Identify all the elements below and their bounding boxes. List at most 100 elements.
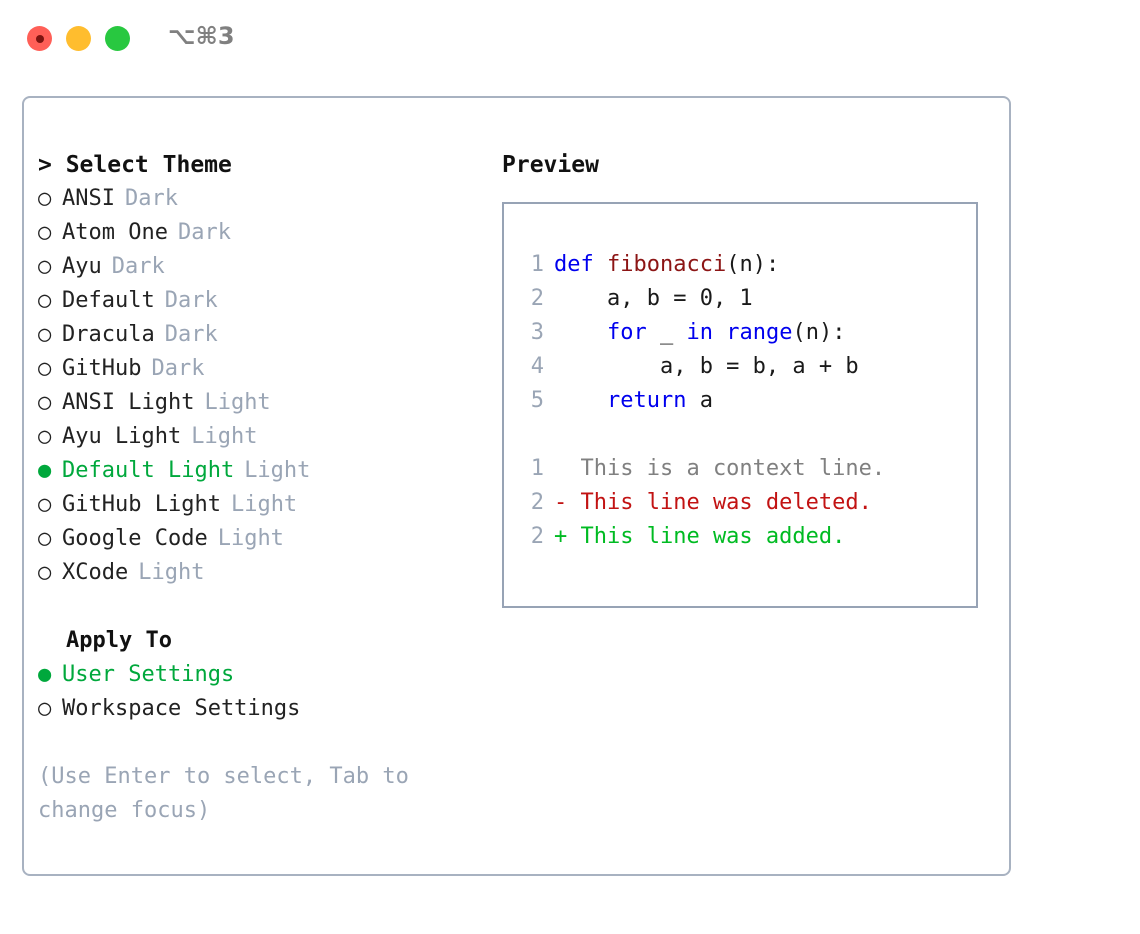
code-token: for <box>554 320 660 345</box>
diff-line: 2 + This line was added. <box>504 520 976 554</box>
theme-variant-badge: Light <box>191 424 258 449</box>
radio-unselected-icon[interactable]: ○ <box>38 390 52 415</box>
code-line-number: 5 <box>530 388 544 413</box>
radio-unselected-icon[interactable]: ○ <box>38 492 52 517</box>
radio-unselected-icon[interactable]: ○ <box>38 560 52 585</box>
theme-variant-badge: Dark <box>177 220 231 245</box>
radio-unselected-icon[interactable]: ○ <box>38 254 52 279</box>
diff-line-number: 2 <box>530 490 544 515</box>
radio-unselected-icon[interactable]: ○ <box>38 356 52 381</box>
theme-option-ayu-light[interactable]: ○ Ayu Light Light <box>38 420 498 454</box>
apply-to-header: Apply To <box>66 628 172 653</box>
theme-variant-badge: Light <box>138 560 205 585</box>
code-token: fibonacci <box>606 252 727 277</box>
keyboard-hint-text: (Use Enter to select, Tab to change focu… <box>38 764 423 823</box>
theme-option-ayu[interactable]: ○ Ayu Dark <box>38 250 498 284</box>
code-token: a <box>699 388 713 413</box>
theme-option-atom-one[interactable]: ○ Atom One Dark <box>38 216 498 250</box>
code-diff-separator <box>504 418 976 452</box>
radio-selected-icon[interactable]: ● <box>38 662 52 687</box>
maximize-button[interactable] <box>105 26 130 51</box>
theme-name: Ayu Light <box>62 424 182 449</box>
code-line-text: a, b = b, a + b <box>554 350 859 384</box>
theme-option-ansi-light[interactable]: ○ ANSI Light Light <box>38 386 498 420</box>
code-line-text: a, b = 0, 1 <box>554 282 753 316</box>
theme-name: Atom One <box>62 220 168 245</box>
apply-to-label: User Settings <box>62 662 235 687</box>
theme-name: Dracula <box>62 322 155 347</box>
theme-name: GitHub Light <box>62 492 221 517</box>
theme-name: ANSI Light <box>62 390 195 415</box>
code-token: (n): <box>792 320 846 345</box>
window-controls <box>27 26 130 51</box>
theme-option-ansi[interactable]: ○ ANSI Dark <box>38 182 498 216</box>
theme-variant-badge: Dark <box>124 186 178 211</box>
theme-variant-badge: Light <box>244 458 311 483</box>
diff-line: 2 - This line was deleted. <box>504 486 976 520</box>
theme-variant-badge: Light <box>217 526 284 551</box>
preview-header: Preview <box>502 152 599 178</box>
code-line-text: def fibonacci(n): <box>554 248 779 282</box>
title-bar: ⌥⌘3 <box>0 0 1140 78</box>
radio-selected-icon[interactable]: ● <box>38 458 52 483</box>
diff-line-text: + This line was added. <box>554 524 846 549</box>
code-line: 2 a, b = 0, 1 <box>504 282 976 316</box>
theme-option-default[interactable]: ○ Default Dark <box>38 284 498 318</box>
code-line-number: 2 <box>530 286 544 311</box>
theme-variant-badge: Dark <box>151 356 205 381</box>
apply-to-option-user-settings[interactable]: ● User Settings <box>38 658 498 692</box>
theme-name: Ayu <box>62 254 102 279</box>
diff-line-text: - This line was deleted. <box>554 490 872 515</box>
radio-unselected-icon[interactable]: ○ <box>38 526 52 551</box>
theme-option-github[interactable]: ○ GitHub Dark <box>38 352 498 386</box>
code-line-text: return a <box>554 384 713 418</box>
code-line: 3 for _ in range(n): <box>504 316 976 350</box>
window-title-shortcut: ⌥⌘3 <box>168 22 235 50</box>
theme-name: ANSI <box>62 186 115 211</box>
theme-option-github-light[interactable]: ○ GitHub Light Light <box>38 488 498 522</box>
close-button[interactable] <box>27 26 52 51</box>
code-token: return <box>554 388 700 413</box>
radio-unselected-icon[interactable]: ○ <box>38 288 52 313</box>
radio-unselected-icon[interactable]: ○ <box>38 322 52 347</box>
theme-name: GitHub <box>62 356 142 381</box>
theme-variant-badge: Dark <box>164 288 218 313</box>
diff-line-text: This is a context line. <box>554 456 886 481</box>
apply-to-label: Workspace Settings <box>62 696 301 721</box>
apply-to-list[interactable]: ● User Settings ○ Workspace Settings <box>38 658 498 726</box>
apply-to-option-workspace-settings[interactable]: ○ Workspace Settings <box>38 692 498 726</box>
code-token: in <box>686 320 727 345</box>
code-token: a, b = b, a + b <box>554 354 859 379</box>
theme-variant-badge: Light <box>230 492 298 517</box>
radio-unselected-icon[interactable]: ○ <box>38 696 52 721</box>
minimize-button[interactable] <box>66 26 91 51</box>
code-token: def <box>554 252 607 277</box>
code-line-text: for _ in range(n): <box>554 316 845 350</box>
theme-variant-badge: Light <box>204 390 271 415</box>
theme-name: Default <box>62 288 155 313</box>
radio-unselected-icon[interactable]: ○ <box>38 220 52 245</box>
code-line: 5 return a <box>504 384 976 418</box>
code-token: a, b = 0, 1 <box>554 286 753 311</box>
theme-variant-badge: Dark <box>111 254 165 279</box>
code-line-number: 3 <box>530 320 544 345</box>
diff-line-number: 2 <box>530 524 544 549</box>
radio-unselected-icon[interactable]: ○ <box>38 424 52 449</box>
code-token: (n): <box>726 252 780 277</box>
diff-sample: 1 This is a context line. 2 - This line wa… <box>504 452 976 554</box>
diff-line: 1 This is a context line. <box>504 452 976 486</box>
list-spacer <box>38 590 498 624</box>
radio-unselected-icon[interactable]: ○ <box>38 186 52 211</box>
